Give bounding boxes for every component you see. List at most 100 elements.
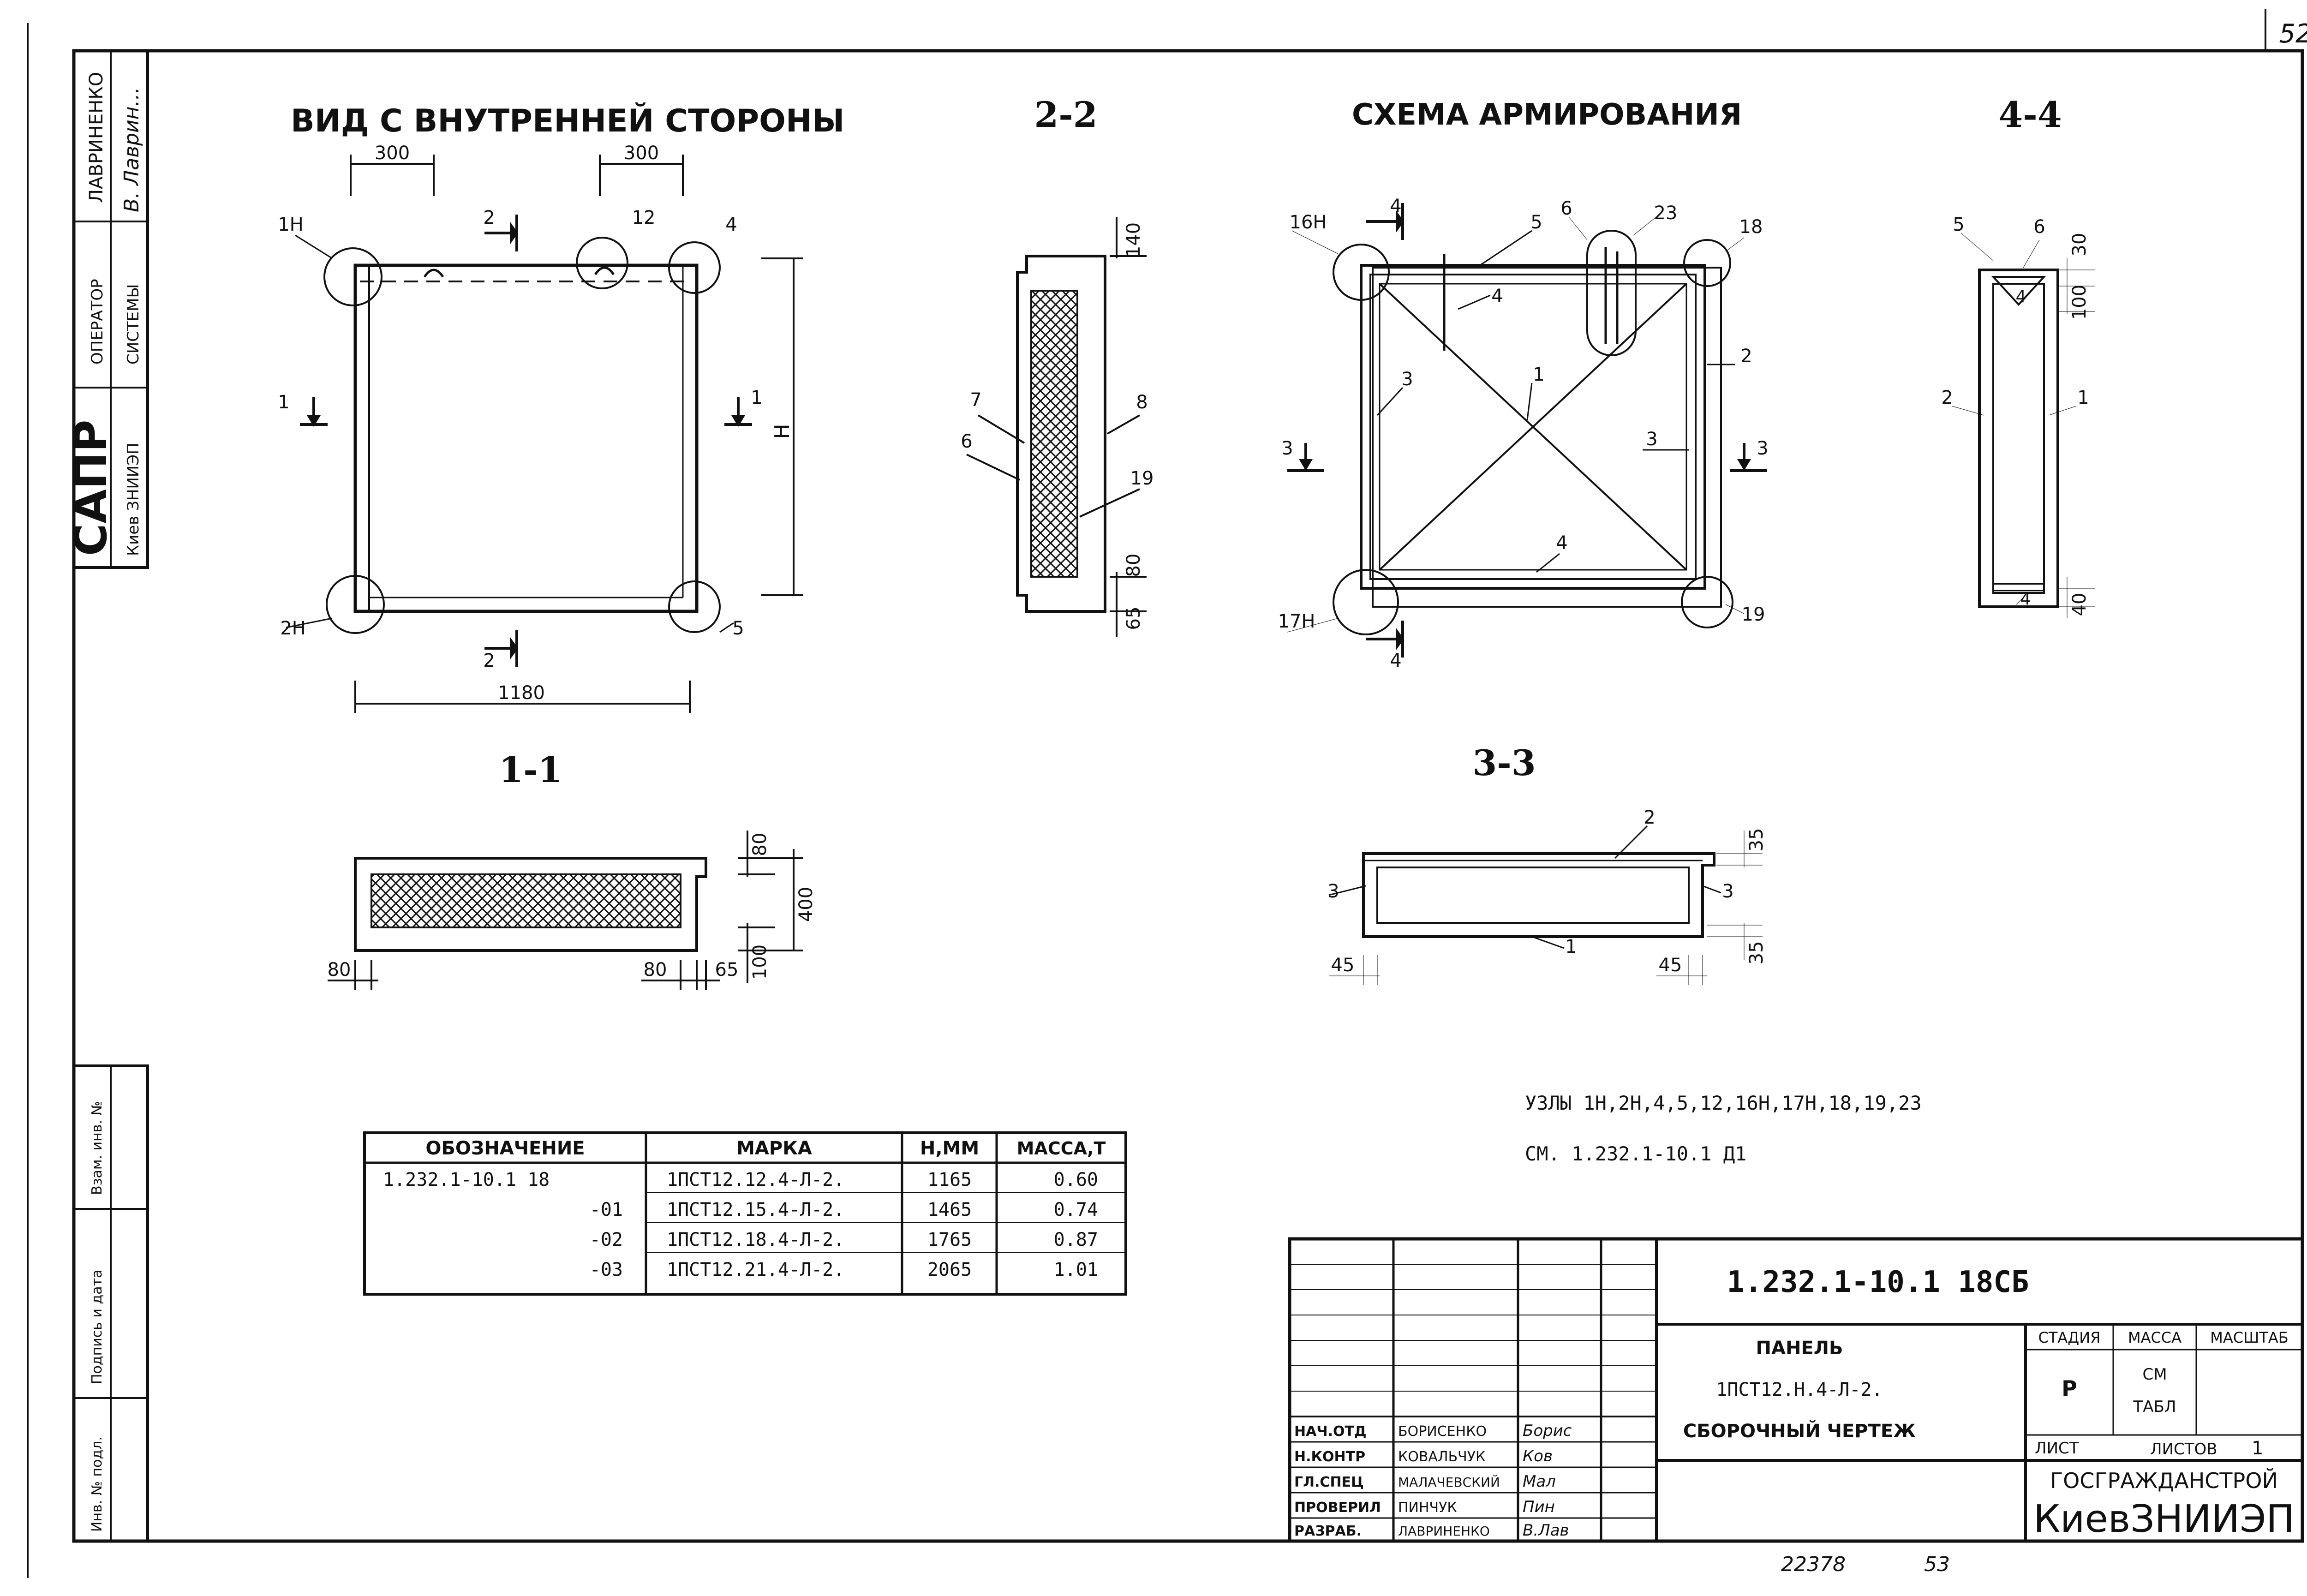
sec11-dim-80-top: 80 — [749, 833, 771, 856]
stamp-podpis-data: Подпись и дата — [89, 1270, 105, 1385]
role-1-title: НАЧ.ОТД — [1294, 1423, 1367, 1440]
title-col-scale: МАСШТАБ — [2210, 1329, 2288, 1346]
role-4-name: ПИНЧУК — [1398, 1500, 1457, 1516]
stamp-inv-podl: Инв. № подл. — [89, 1436, 105, 1532]
reinforcement-scheme: СХЕМА АРМИРОВАНИЯ — [1278, 98, 1769, 671]
stamp-vzam-inv: Взам. инв. № — [89, 1101, 105, 1195]
dim-300-right: 300 — [624, 143, 659, 164]
reinf-item-3-right: 3 — [1646, 429, 1657, 450]
node-12: 12 — [632, 207, 656, 228]
sec33-dim-45-left: 45 — [1331, 955, 1355, 976]
reinf-item-6: 6 — [1560, 198, 1572, 219]
sec11-dim-80-left: 80 — [328, 959, 351, 980]
bottom-note-left: 22378 — [1781, 1553, 1846, 1576]
cut-1-left: 1 — [278, 392, 289, 413]
reinf-item-5: 5 — [1530, 212, 1542, 233]
role-3-name: МАЛАЧЕВСКИЙ — [1398, 1474, 1500, 1490]
reinf-title: СХЕМА АРМИРОВАНИЯ — [1352, 98, 1742, 132]
dim-h: Н — [771, 424, 794, 439]
section-1-1: 1-1 80 400 100 80 80 65 — [328, 749, 817, 990]
stamp-top-name: ЛАВРИНЕНКО — [86, 72, 107, 203]
sec33-dim-35-bottom: 35 — [1746, 941, 1767, 965]
cut-2-bottom: 2 — [483, 650, 495, 671]
nodes-note-line2: СМ. 1.232.1-10.1 Д1 — [1525, 1142, 1746, 1165]
sec44-item-2: 2 — [1941, 387, 1953, 408]
section-3-3-title: 3-3 — [1472, 742, 1536, 783]
title-org-1: ГОСГРАЖДАНСТРОЙ — [2050, 1468, 2278, 1493]
sec44-item-1: 1 — [2077, 387, 2089, 408]
title-col-mass: МАССА — [2128, 1329, 2181, 1346]
spec-r4-mark: 1ПСТ12.21.4-Л-2. — [667, 1259, 844, 1280]
role-2-name: КОВАЛЬЧУК — [1398, 1449, 1485, 1465]
role-4-title: ПРОВЕРИЛ — [1294, 1500, 1381, 1516]
reinf-cut-3-right: 3 — [1757, 438, 1768, 459]
reinf-item-3-left: 3 — [1401, 369, 1413, 390]
section-4-4-title: 4-4 — [1998, 94, 2062, 135]
spec-r2-mark: 1ПСТ12.15.4-Л-2. — [667, 1199, 844, 1220]
stamp-top-signature: В. Лаврин... — [120, 87, 143, 212]
title-code: 1.232.1-10.1 18СБ — [1727, 1265, 2029, 1299]
reinf-node-23: 23 — [1654, 203, 1678, 224]
sec22-item-7: 7 — [970, 389, 981, 411]
spec-r3-designation: -02 — [590, 1229, 623, 1250]
section-3-3: 3-3 35 35 45 45 2 3 3 1 — [1327, 742, 1767, 985]
sec44-item-6: 6 — [2033, 216, 2045, 238]
sec22-dim-65: 65 — [1123, 607, 1144, 630]
spec-table: ОБОЗНАЧЕНИЕ МАРКА Н,ММ МАССА,Т 1.232.1-1… — [363, 1131, 1127, 1296]
sec11-dim-400: 400 — [795, 887, 817, 922]
role-4-signature: Пин — [1523, 1498, 1555, 1516]
spec-header-mass: МАССА,Т — [1017, 1138, 1106, 1159]
section-4-4: 4-4 30 100 40 5 6 4 2 1 4 — [1941, 94, 2095, 618]
stamp-kiev: Киев ЗНИИЭП — [124, 442, 143, 556]
role-2-signature: Ков — [1523, 1447, 1553, 1465]
reinf-node-18: 18 — [1739, 216, 1763, 238]
sec11-dim-100: 100 — [749, 944, 771, 980]
sec33-dim-45-right: 45 — [1659, 955, 1682, 976]
spec-r4-designation: -03 — [590, 1259, 623, 1280]
reinf-cut-4-top: 4 — [1390, 196, 1401, 217]
node-4: 4 — [725, 214, 737, 235]
view-inner-side-title: ВИД С ВНУТРЕННЕЙ СТОРОНЫ — [291, 102, 844, 139]
role-1-name: БОРИСЕНКО — [1398, 1423, 1487, 1440]
cut-1-right: 1 — [751, 387, 762, 408]
spec-r2-h: 1465 — [927, 1199, 972, 1220]
sec22-dim-80: 80 — [1123, 554, 1144, 577]
role-3-signature: Мал — [1523, 1472, 1556, 1491]
node-2h: 2Н — [280, 618, 306, 639]
reinf-item-4-top: 4 — [1491, 286, 1503, 307]
section-2-2-title: 2-2 — [1034, 94, 1097, 135]
spec-header-mark: МАРКА — [736, 1138, 812, 1159]
sec44-item-4-bottom: 4 — [2020, 590, 2031, 609]
title-org-2: КиевЗНИИЭП — [2033, 1497, 2295, 1541]
title-name-2: 1ПСТ12.Н.4-Л-2. — [1716, 1379, 1883, 1400]
spec-r1-mass: 0.60 — [1054, 1169, 1098, 1190]
spec-r2-designation: -01 — [590, 1199, 623, 1220]
side-stamp-text: ЛАВРИНЕНКО В. Лаврин... ОПЕРАТОР СИСТЕМЫ… — [65, 72, 143, 1532]
sec22-dim-140: 140 — [1123, 222, 1144, 257]
title-sheets-label: ЛИСТОВ — [2150, 1440, 2217, 1459]
node-1h: 1Н — [278, 214, 304, 235]
sec44-item-4-top: 4 — [2016, 287, 2026, 306]
sec22-item-19: 19 — [1130, 468, 1154, 489]
sec22-item-8: 8 — [1136, 392, 1148, 413]
reinf-node-19: 19 — [1742, 604, 1765, 625]
sec33-item-2: 2 — [1644, 807, 1655, 828]
title-col-stage: СТАДИЯ — [2038, 1329, 2101, 1346]
nodes-note: УЗЛЫ 1Н,2Н,4,5,12,16Н,17Н,18,19,23 СМ. 1… — [1525, 1092, 1922, 1165]
sec44-dim-100: 100 — [2069, 285, 2090, 320]
dim-300-left: 300 — [375, 143, 410, 164]
sheet-number-box: 52 — [2265, 9, 2307, 51]
title-sheets-count: 1 — [2252, 1438, 2263, 1459]
bottom-note-right: 53 — [1924, 1553, 1950, 1576]
dim-1180: 1180 — [498, 682, 545, 704]
nodes-note-line1: УЗЛЫ 1Н,2Н,4,5,12,16Н,17Н,18,19,23 — [1525, 1092, 1922, 1114]
reinf-cut-3-left: 3 — [1281, 438, 1293, 459]
spec-r1-h: 1165 — [927, 1169, 972, 1190]
spec-r3-mark: 1ПСТ12.18.4-Л-2. — [667, 1229, 844, 1250]
sheet-frame — [27, 23, 2304, 1578]
view-inner-side: ВИД С ВНУТРЕННЕЙ СТОРОНЫ — [278, 102, 844, 713]
cut-2-top: 2 — [483, 207, 495, 228]
title-name-1: ПАНЕЛЬ — [1756, 1338, 1843, 1359]
title-block: 1.232.1-10.1 18СБ ПАНЕЛЬ 1ПСТ12.Н.4-Л-2.… — [1288, 1237, 2304, 1543]
